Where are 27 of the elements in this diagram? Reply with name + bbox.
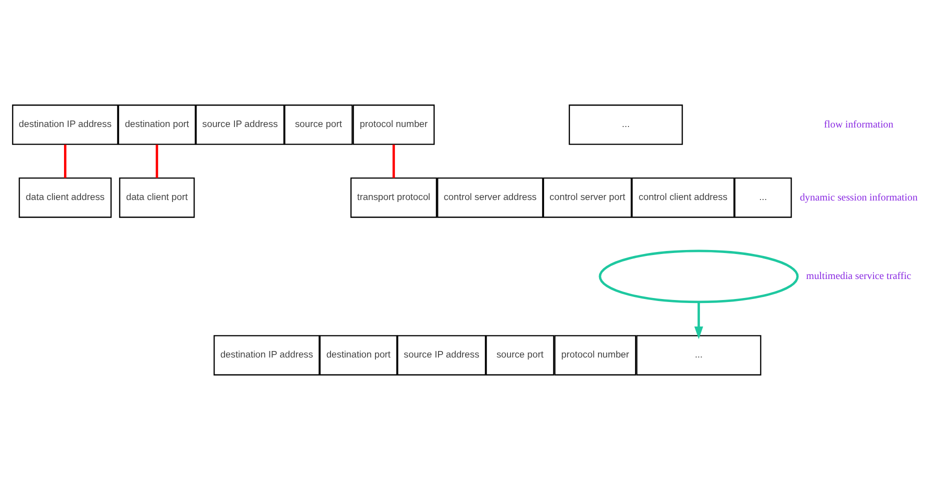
connector	[156, 144, 158, 178]
node-box: ...	[568, 104, 683, 144]
label: multimedia service traffic	[806, 270, 912, 282]
node-box: destination port	[118, 104, 196, 144]
node-box: source IP address	[397, 334, 486, 375]
connector	[64, 144, 66, 178]
node-box: ...	[636, 334, 762, 375]
node-box: source port	[486, 334, 554, 375]
node-box: transport protocol	[350, 176, 438, 218]
node-box: source port	[284, 104, 353, 144]
node-box: data client address	[18, 176, 112, 218]
label: flow information	[824, 118, 894, 130]
node-box: destination IP address	[214, 334, 320, 375]
node-box: control server address	[437, 176, 544, 218]
node-box: protocol number	[352, 104, 435, 144]
node-box: control client address	[632, 176, 735, 218]
node-box: control server port	[542, 176, 632, 218]
node-box: protocol number	[554, 334, 636, 375]
label: dynamic session information	[800, 192, 918, 203]
node-box: destination IP address	[12, 104, 118, 144]
node-ellipse	[598, 249, 799, 303]
node-box: destination port	[319, 334, 398, 375]
node-box: source IP address	[196, 104, 285, 144]
connector	[392, 144, 395, 178]
node-box: ...	[734, 176, 792, 218]
node-box: data client port	[119, 176, 195, 218]
arrow	[694, 302, 704, 339]
